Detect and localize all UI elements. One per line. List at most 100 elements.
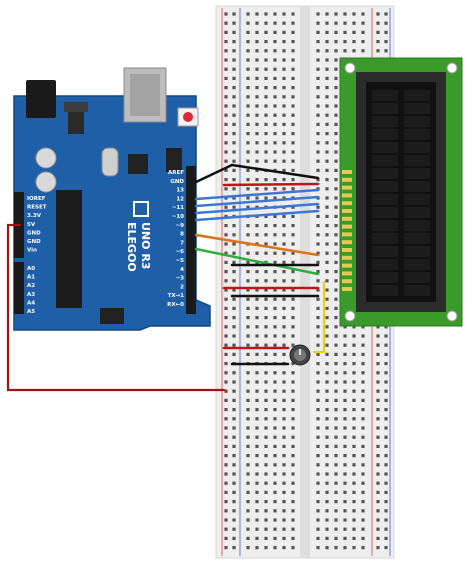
breadboard-hole [316, 251, 320, 255]
breadboard-hole [376, 334, 380, 338]
breadboard-hole [291, 362, 295, 366]
breadboard-hole [343, 12, 347, 16]
breadboard-hole [224, 113, 228, 117]
breadboard-hole [224, 178, 228, 182]
breadboard-hole [291, 509, 295, 513]
breadboard-hole [291, 444, 295, 448]
breadboard-hole [384, 362, 388, 366]
breadboard-hole [325, 159, 329, 163]
digital-pin-label: ~6 [176, 249, 185, 255]
breadboard-hole [291, 343, 295, 347]
breadboard-hole [273, 279, 277, 283]
breadboard-hole [232, 481, 236, 485]
breadboard-hole [264, 132, 268, 136]
breadboard-hole [224, 224, 228, 228]
breadboard-hole [255, 288, 259, 292]
breadboard-hole [316, 426, 320, 430]
breadboard-hole [334, 12, 338, 16]
breadboard-hole [291, 297, 295, 301]
wire-d8-orange [194, 233, 320, 257]
breadboard-hole [282, 196, 286, 200]
breadboard-hole [334, 113, 338, 117]
breadboard-hole [273, 30, 277, 34]
lcd-pin [342, 216, 352, 221]
breadboard-hole [264, 316, 268, 320]
breadboard-hole [232, 270, 236, 274]
breadboard-hole [264, 76, 268, 80]
breadboard-hole [246, 205, 250, 209]
breadboard-hole [232, 12, 236, 16]
breadboard-hole [334, 242, 338, 246]
lcd-char-cell [404, 142, 430, 153]
breadboard-hole [334, 132, 338, 136]
breadboard-hole [232, 500, 236, 504]
breadboard-hole [343, 490, 347, 494]
breadboard-hole [282, 104, 286, 108]
breadboard-hole [224, 168, 228, 172]
breadboard-hole [273, 546, 277, 550]
analog-pin-label: A4 [27, 300, 35, 306]
lcd-char-cell [372, 168, 398, 179]
breadboard-hole [325, 113, 329, 117]
lcd-char-cell [404, 129, 430, 140]
breadboard-hole [282, 58, 286, 62]
breadboard-hole [232, 463, 236, 467]
breadboard-hole [384, 426, 388, 430]
breadboard-hole [264, 536, 268, 540]
breadboard-hole [264, 113, 268, 117]
breadboard-hole [343, 334, 347, 338]
breadboard-hole [232, 371, 236, 375]
breadboard-hole [316, 546, 320, 550]
breadboard-hole [232, 205, 236, 209]
breadboard-hole [264, 371, 268, 375]
breadboard-hole [352, 21, 356, 25]
breadboard-hole [316, 224, 320, 228]
breadboard-hole [316, 417, 320, 421]
breadboard-hole [224, 380, 228, 384]
breadboard-hole [224, 481, 228, 485]
breadboard-hole [273, 270, 277, 274]
breadboard-hole [246, 260, 250, 264]
breadboard-hole [352, 536, 356, 540]
breadboard-hole [224, 371, 228, 375]
breadboard-hole [343, 21, 347, 25]
breadboard-hole [325, 380, 329, 384]
breadboard-hole [255, 417, 259, 421]
lcd-character-grid [372, 90, 430, 296]
breadboard-hole [246, 398, 250, 402]
breadboard-hole [291, 214, 295, 218]
breadboard-hole [334, 214, 338, 218]
lcd-pin [342, 240, 352, 245]
lcd-pin [342, 193, 352, 198]
breadboard-hole [325, 132, 329, 136]
breadboard-hole [264, 40, 268, 44]
breadboard-hole [273, 150, 277, 154]
breadboard-hole [264, 30, 268, 34]
breadboard-hole [264, 435, 268, 439]
breadboard-hole [325, 527, 329, 531]
breadboard-hole [316, 150, 320, 154]
breadboard-hole [224, 444, 228, 448]
breadboard-hole [246, 30, 250, 34]
breadboard-hole [352, 546, 356, 550]
lcd-char-cell [372, 129, 398, 140]
breadboard-hole [291, 472, 295, 476]
breadboard-hole [384, 12, 388, 16]
breadboard-hole [232, 260, 236, 264]
breadboard-hole [384, 352, 388, 356]
breadboard-hole [334, 454, 338, 458]
breadboard-hole [282, 168, 286, 172]
voltage-regulator [68, 110, 84, 134]
breadboard-hole [264, 509, 268, 513]
breadboard-hole [273, 178, 277, 182]
breadboard-hole [224, 233, 228, 237]
digital-pin-label: ~10 [172, 214, 184, 220]
breadboard-hole [361, 509, 365, 513]
breadboard-hole [282, 316, 286, 320]
breadboard-hole [291, 104, 295, 108]
breadboard-hole [384, 30, 388, 34]
breadboard-hole [376, 472, 380, 476]
breadboard-hole [246, 454, 250, 458]
breadboard-hole [325, 454, 329, 458]
